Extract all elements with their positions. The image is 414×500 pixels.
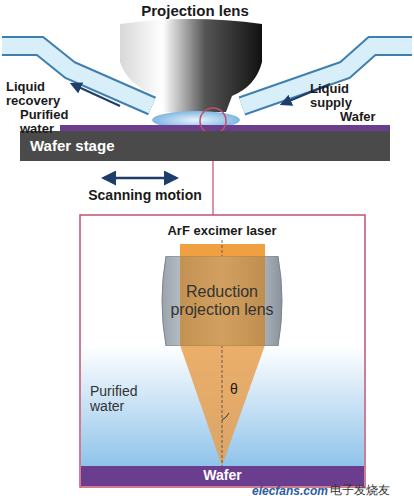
stage-bar: Wafer stage <box>20 131 390 161</box>
motion-label: Scanning motion <box>80 188 210 203</box>
part-name: ArF excimer laser <box>142 224 302 238</box>
wafer-band: Wafer <box>81 466 364 486</box>
part-name: Purified water <box>20 108 90 137</box>
inset-water <box>81 345 364 467</box>
recovery-arrow <box>72 84 120 106</box>
part-name: Liquid recovery <box>6 80 78 109</box>
angle-arc <box>222 413 229 420</box>
part-name: Purified water <box>90 384 160 415</box>
node-label: Wafer stage <box>30 138 114 155</box>
part-name: Wafer <box>340 110 400 124</box>
lens-barrel <box>162 256 282 346</box>
focused-beam <box>180 345 265 466</box>
part-name: Liquid supply <box>310 82 380 111</box>
scanning-arrow <box>104 177 176 180</box>
projection-lens-body <box>120 19 262 112</box>
node-label: Wafer <box>203 468 241 483</box>
node-label: Reduction projection lens <box>170 283 274 318</box>
angle-symbol: θ <box>230 382 244 397</box>
watermark: elecfans.com <box>238 485 328 498</box>
inset-frame <box>80 215 365 487</box>
lens-block: Reduction projection lens <box>158 256 286 346</box>
part-name: Projection lens <box>110 3 280 20</box>
laser-beam <box>180 244 265 256</box>
watermark: 电子发烧友 <box>330 484 410 497</box>
